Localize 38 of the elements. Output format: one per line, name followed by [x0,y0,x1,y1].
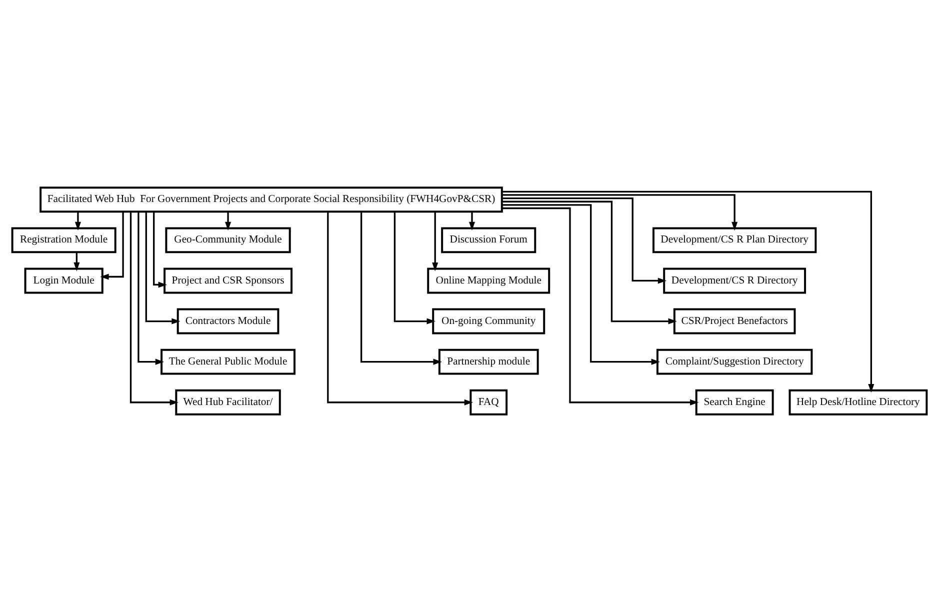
node-box: Discussion Forum [440,226,536,253]
arrow [502,194,738,230]
node-box: Development/CS R Directory [662,267,806,294]
arrow [152,211,166,288]
arrow [73,252,80,271]
arrow [129,211,178,405]
arrow [502,200,676,324]
arrow [144,211,180,324]
arrow [502,206,698,405]
node-box: Geo-Community Module [164,226,290,253]
node-box: Registration Module [10,226,116,253]
node-box: Login Module [24,267,103,294]
node-box: Search Engine [694,388,774,415]
node-box: FAQ [469,388,508,415]
node-box: Development/CS R Plan Directory [652,226,816,253]
arrow [468,211,475,230]
node-box: Contractors Module [176,308,279,334]
arrow [502,204,660,364]
node-box: CSR/Project Benefactors [672,308,796,334]
node-box: Partnership module [438,348,538,374]
arrow [137,211,164,364]
node-box: Project and CSR Sponsors [163,267,292,294]
arrow [393,211,435,324]
arrow [224,211,231,230]
arrow [326,211,472,405]
node-box: Help Desk/Hotline Directory [788,388,928,415]
node-box: Wed Hub Facilitator/ [174,388,280,415]
node-box: Online Mapping Module [426,267,550,294]
node-box: The General Public Module [160,348,295,374]
arrow [100,211,124,280]
arrow [502,190,874,392]
node-box: Complaint/Suggestion Directory [656,348,812,374]
arrow [74,211,80,230]
node-box: Facilitated Web Hub For Government Projects and Corporate Social Responsibility (FWH4GovP&CSR) [39,186,502,212]
arrow [432,211,438,271]
arrow [360,211,442,364]
arrow [502,196,666,284]
node-box: On-going Community [432,308,545,334]
